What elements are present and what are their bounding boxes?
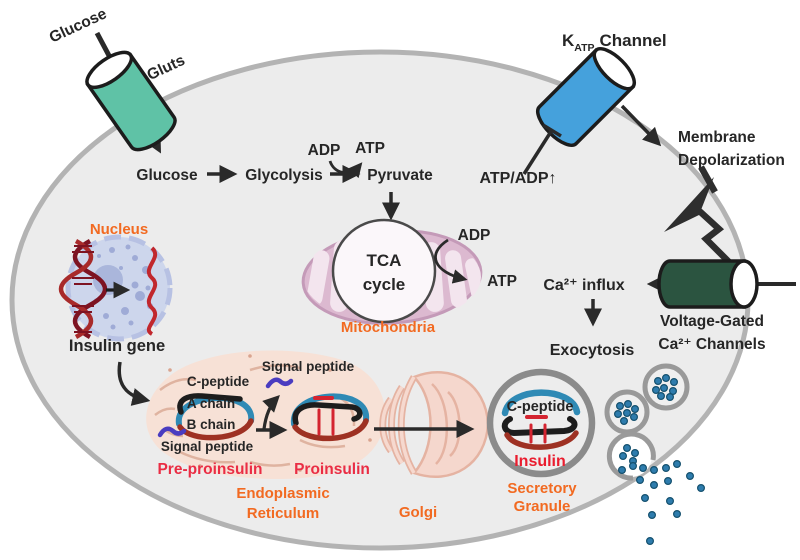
nucleus-label: Nucleus	[90, 221, 148, 238]
granule-c-peptide-chain	[501, 389, 581, 417]
atp-adp-inhibition-line	[522, 129, 554, 175]
nucleus-assembly: Nucleus Insulin gene	[58, 221, 173, 406]
gluts-label: Gluts	[145, 52, 188, 84]
golgi-body	[411, 371, 490, 478]
insulin-dots	[613, 374, 705, 545]
secretory-granule-assembly: C-peptide Insulin Secretory Granule	[486, 368, 596, 515]
vg-channels-label-line2: Ca²⁺ Channels	[658, 336, 765, 353]
exocytosis-label: Exocytosis	[550, 342, 635, 359]
glut-pore-opening	[85, 50, 134, 90]
vesicles-assembly	[604, 363, 705, 545]
ca-influx-label: Ca²⁺ influx	[543, 277, 624, 294]
inhibition-t-bar	[542, 123, 562, 138]
mrna-strand-icon	[146, 246, 158, 336]
adp-label-glycolysis: ADP	[308, 142, 341, 159]
granule-c-peptide-label: C-peptide	[507, 399, 574, 415]
er-label-line2: Reticulum	[247, 505, 320, 522]
golgi-assembly: Golgi	[374, 371, 490, 521]
pyruvate-label: Pyruvate	[367, 167, 433, 184]
er-label-line1: Endoplasmic	[236, 485, 329, 502]
signal-cleavage-arrow	[262, 395, 280, 430]
membrane-depolarization-line2: Depolarization	[678, 152, 785, 169]
granule-label-line2: Granule	[514, 498, 571, 515]
proinsulin-a-chain	[292, 402, 363, 426]
c-peptide-label: C-peptide	[187, 374, 250, 389]
a-chain	[177, 393, 243, 415]
granule-insulin-red-chain	[504, 430, 579, 450]
glycolysis-label: Glycolysis	[245, 167, 323, 184]
atp-label-tca: ATP	[487, 273, 517, 290]
tca-label-line2: cycle	[363, 275, 406, 294]
calcium-channel-assembly: Voltage-Gated Ca²⁺ Channels	[646, 259, 796, 353]
gene-to-er-arrow	[117, 361, 151, 406]
proinsulin-label: Proinsulin	[294, 461, 370, 478]
granule-disulfide-bonds	[525, 415, 548, 444]
er-assembly: C-peptide A chain B chain Signal peptide…	[146, 350, 386, 522]
katp-pore-opening	[592, 47, 636, 91]
membrane-depolarization-assembly: Membrane Depolarization	[664, 129, 785, 269]
tca-cycle-circle	[331, 218, 437, 324]
ca-channel-pore-opening	[729, 259, 759, 309]
mitochondria-label: Mitochondria	[341, 319, 436, 336]
tca-label-line1: TCA	[367, 251, 402, 270]
vg-channels-label-line1: Voltage-Gated	[660, 313, 764, 330]
golgi-cisternae	[379, 375, 461, 475]
pre-proinsulin-molecule	[157, 393, 255, 441]
golgi-label: Golgi	[399, 504, 437, 521]
proinsulin-b-chain	[292, 418, 369, 442]
a-chain-label: A chain	[187, 396, 235, 411]
proinsulin-molecule	[290, 393, 370, 442]
signal-peptide-chain	[157, 426, 187, 438]
tca-adp-atp-arrow	[434, 238, 468, 284]
signal-peptide-label: Signal peptide	[161, 439, 254, 454]
glucose-intracellular-label: Glucose	[136, 167, 198, 184]
granule-label-line1: Secretory	[507, 480, 577, 497]
lightning-bolt-icon	[664, 165, 736, 269]
adp-label-tca: ADP	[458, 227, 491, 244]
membrane-depolarization-line1: Membrane	[678, 129, 756, 146]
granule-insulin-black-chain	[501, 416, 578, 437]
pre-proinsulin-label: Pre-proinsulin	[157, 461, 262, 478]
katp-to-depolarization-arrow	[620, 104, 662, 147]
ca-channel-icon	[657, 259, 746, 309]
adp-atp-curved-arrow	[328, 160, 363, 179]
insulin-label: Insulin	[514, 453, 566, 470]
atp-label-glycolysis: ATP	[355, 140, 385, 157]
dna-helix-icon	[58, 239, 108, 339]
cleaved-signal-peptide-label: Signal peptide	[262, 359, 355, 374]
b-chain-label: B chain	[187, 417, 236, 432]
proinsulin-disulfide-bonds	[313, 396, 335, 436]
insulin-gene-label: Insulin gene	[69, 337, 165, 355]
cleaved-signal-peptide-chain	[265, 377, 294, 389]
fusing-vesicle-ring	[606, 431, 656, 481]
calcium-signaling: Ca²⁺ influx Exocytosis	[543, 277, 634, 359]
atp-adp-ratio-label: ATP/ADP↑	[479, 170, 556, 187]
glycolysis-pathway: Glucose Glycolysis ADP ATP Pyruvate	[136, 140, 433, 221]
